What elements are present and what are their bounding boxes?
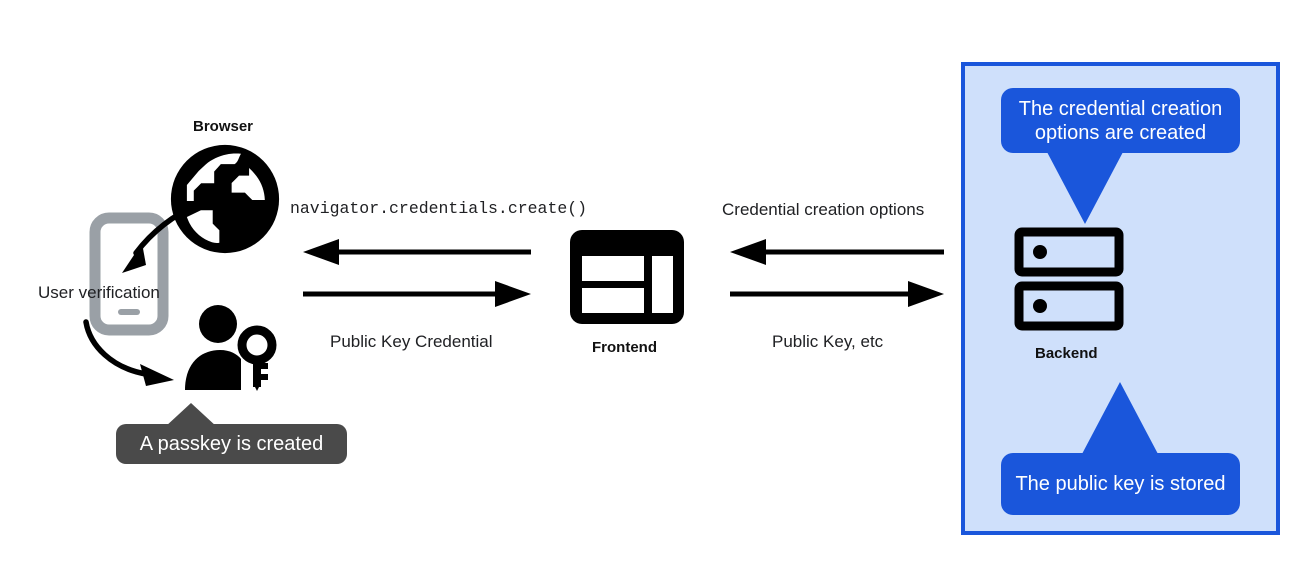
- credential-options-created-callout: The credential creation options are crea…: [1001, 88, 1240, 153]
- credential-options-callout-tail: [1047, 152, 1123, 224]
- public-key-stored-callout-tail: [1082, 382, 1158, 454]
- passkey-callout-tail: [165, 403, 217, 427]
- backend-label: Backend: [1035, 345, 1098, 362]
- server-rack-icon: [1014, 227, 1124, 332]
- arrow-backend-to-frontend: [730, 239, 944, 265]
- arrow-device-to-user: [78, 316, 198, 394]
- globe-icon: [166, 140, 284, 258]
- public-key-etc-label: Public Key, etc: [772, 332, 884, 351]
- user-with-key-icon: [183, 305, 281, 391]
- credential-creation-options-label: Credential creation options: [722, 200, 925, 219]
- arrow-browser-to-device: [100, 195, 210, 290]
- browser-label: Browser: [193, 118, 254, 135]
- frontend-label: Frontend: [592, 339, 657, 356]
- navigator-credentials-create-label: navigator.credentials.create(): [290, 199, 588, 218]
- passkey-created-callout: A passkey is created: [116, 424, 347, 464]
- arrow-frontend-to-backend: [730, 281, 944, 307]
- arrow-frontend-to-browser: [303, 239, 531, 265]
- web-layout-icon: [568, 228, 686, 326]
- public-key-stored-callout: The public key is stored: [1001, 453, 1240, 515]
- public-key-credential-label: Public Key Credential: [330, 332, 493, 351]
- mobile-phone-icon: [89, 212, 169, 336]
- user-verification-label: User verification: [38, 283, 160, 302]
- arrow-browser-to-frontend: [303, 281, 531, 307]
